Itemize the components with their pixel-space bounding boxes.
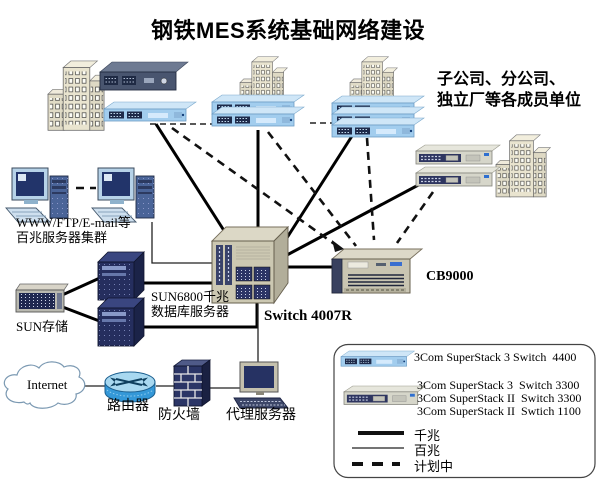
legend-switch-3300a-label: 3Com SuperStack 3 Switch 3300	[417, 378, 580, 392]
server-cluster-label: WWW/FTP/E-mail等 百兆服务器集群	[16, 215, 131, 245]
database-line2: 数据库服务器	[151, 304, 230, 319]
legend-gray-switch-icon	[343, 385, 427, 406]
members-note: 子公司、分公司、 独立厂等各成员单位	[437, 69, 581, 111]
planned-lines	[76, 126, 435, 250]
planned-backbone-lines	[150, 122, 333, 125]
proxy-server-icon	[233, 361, 289, 409]
page-title: 钢铁MES系统基础网络建设	[151, 18, 426, 43]
planned-arrowhead	[332, 240, 344, 252]
legend-switch-3300b-label: 3Com SuperStack II Switch 3300	[417, 391, 582, 405]
database-line1: SUN6800千兆	[151, 289, 230, 304]
branch-group-far-right	[415, 134, 551, 198]
firewall-icon	[173, 359, 211, 407]
branch-group-left	[47, 60, 197, 131]
cb9000-label: CB9000	[426, 269, 474, 284]
internet-cloud-icon	[3, 361, 86, 409]
storage-label: SUN存储	[16, 319, 69, 334]
www-server-icon	[91, 167, 155, 223]
firewall-label: 防火墙	[158, 408, 200, 423]
members-note-line2: 独立厂等各成员单位	[437, 92, 582, 109]
core-switch-label: Switch 4007R	[264, 308, 352, 324]
sun-server-icon	[97, 251, 145, 301]
legend-box	[333, 343, 596, 479]
server-cluster-line1: WWW/FTP/E-mail等	[16, 215, 131, 230]
router-label: 路由器	[107, 399, 149, 414]
legend-switch-1100-label: 3Com SuperStack II Swtich 1100	[417, 404, 581, 418]
blue-switch-icon	[103, 101, 197, 122]
branch-group-right	[331, 56, 425, 138]
server-cluster-line2: 百兆服务器集群	[16, 230, 108, 245]
legend-planned-label: 计划中	[414, 459, 454, 474]
legend-switch-4400-label: 3Com SuperStack 3 Switch 4400	[414, 350, 577, 364]
sun-server-icon	[97, 297, 145, 347]
cb9000-icon	[331, 248, 423, 294]
internet-label: Internet	[27, 377, 68, 392]
building-icon	[495, 134, 551, 198]
building-icon	[47, 60, 110, 131]
proxy-label: 代理服务器	[226, 408, 296, 423]
sun-storage-icon	[15, 283, 69, 313]
switch-stack-icon	[331, 95, 425, 138]
fast-ethernet-lines	[84, 222, 259, 389]
legend-fast-label: 百兆	[414, 443, 441, 458]
www-server-icon	[5, 167, 69, 223]
legend-gigabit-label: 千兆	[414, 428, 441, 443]
gray-switch-stack-icon	[415, 144, 501, 187]
dark-switch-icon	[99, 61, 189, 91]
members-note-line1: 子公司、分公司、	[437, 71, 566, 88]
database-server-label: SUN6800千兆 数据库服务器	[151, 289, 229, 319]
legend-blue-switch-icon	[340, 350, 416, 367]
switch-stack-icon	[211, 94, 305, 127]
branch-group-middle	[211, 56, 305, 127]
